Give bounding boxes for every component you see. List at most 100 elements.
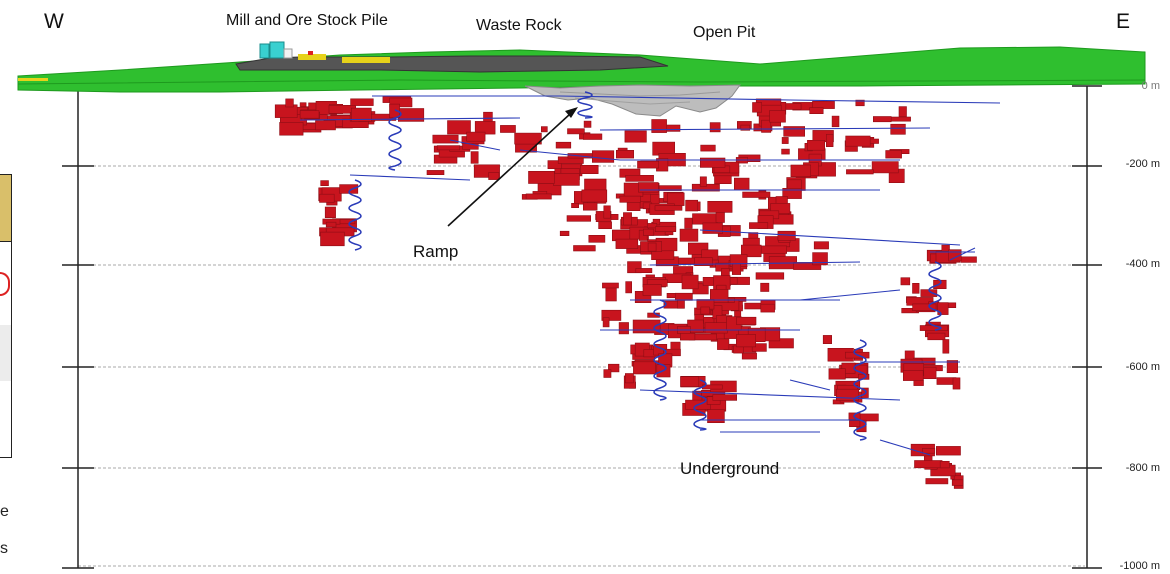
ramp-spiral	[693, 379, 707, 431]
stope-block	[436, 145, 461, 151]
depth-label-600: -600 m	[1125, 361, 1160, 373]
stope-block	[761, 119, 772, 133]
stope-block	[685, 199, 698, 212]
stope-block	[299, 110, 320, 119]
stope-block	[700, 144, 716, 152]
stope-block	[846, 169, 874, 175]
edge-text-2: s	[0, 540, 8, 557]
ramp-spiral	[853, 339, 867, 441]
surface-shade-line	[17, 79, 1146, 85]
stope-block	[952, 377, 961, 390]
ore-stockpile	[342, 57, 390, 63]
stope-block	[679, 332, 696, 341]
mill-label: Mill and Ore Stock Pile	[226, 12, 388, 29]
open-pit	[524, 84, 741, 117]
stope-block	[603, 369, 612, 378]
stope-block	[912, 282, 920, 294]
stope-block	[937, 302, 949, 315]
stope-block	[432, 134, 459, 144]
stope-block	[598, 221, 612, 230]
stope-block	[828, 368, 846, 380]
stope-block	[922, 366, 937, 380]
drift-line	[699, 229, 961, 246]
stope-block	[643, 228, 655, 236]
mill-building-tower	[259, 43, 270, 59]
stope-block	[835, 388, 859, 401]
stope-block	[426, 170, 445, 175]
stope-block	[514, 132, 542, 145]
stope-block	[447, 120, 471, 135]
stope-block	[625, 175, 654, 182]
stope-block	[637, 160, 660, 169]
underground-workings	[274, 91, 1001, 489]
stope-block	[898, 106, 907, 117]
stope-block	[731, 263, 741, 275]
stope-block	[699, 176, 707, 187]
stope-block	[500, 125, 516, 133]
stope-block	[812, 252, 828, 266]
stope-block	[319, 193, 335, 203]
drift-line	[449, 139, 501, 151]
stope-block	[717, 338, 730, 350]
stope-block	[927, 332, 946, 341]
stope-block	[684, 217, 693, 229]
stope-block	[922, 448, 936, 454]
stope-block	[740, 244, 762, 258]
depth-label-200: -200 m	[1125, 158, 1160, 170]
stope-block	[559, 230, 570, 236]
stope-block	[740, 124, 751, 131]
stope-block	[872, 116, 892, 123]
ramp-spiral	[653, 299, 667, 401]
stope-block	[704, 322, 728, 334]
stope-block	[633, 361, 657, 375]
stope-block	[681, 274, 699, 290]
stope-block	[712, 394, 737, 401]
pit-bench-line	[574, 97, 691, 105]
stope-block	[902, 370, 924, 381]
stope-block	[624, 130, 647, 143]
cropped-side-panel	[0, 174, 12, 458]
waste-rock-label: Waste Rock	[476, 17, 562, 34]
stope-block	[566, 215, 592, 222]
stope-block	[619, 195, 641, 203]
stope-block	[603, 205, 611, 219]
stope-block	[528, 171, 555, 184]
drift-line	[639, 389, 901, 401]
stope-block	[602, 282, 619, 289]
stope-block	[350, 98, 374, 106]
depth-label-800: -800 m	[1125, 462, 1160, 474]
stope-block	[733, 177, 750, 191]
mill-annex	[283, 48, 293, 59]
stope-block	[809, 107, 824, 114]
depth-label-0: 0 m	[1141, 80, 1160, 92]
stope-block	[912, 303, 937, 311]
side-panel-band-gold	[0, 175, 11, 242]
stope-block	[871, 161, 899, 174]
stope-block	[488, 172, 500, 180]
stope-block	[573, 245, 596, 252]
stope-block	[960, 256, 977, 263]
stope-block	[320, 231, 345, 247]
stope-block	[831, 115, 840, 128]
stope-block	[567, 128, 585, 135]
stope-block	[588, 235, 606, 243]
stope-block	[700, 306, 710, 315]
stope-block	[285, 98, 294, 108]
stope-block	[782, 188, 802, 199]
stope-block	[769, 110, 786, 123]
stope-block	[325, 221, 337, 228]
stope-block	[935, 446, 961, 456]
stope-block	[540, 126, 548, 133]
stope-block	[602, 317, 610, 328]
stope-block	[571, 203, 579, 209]
stope-block	[781, 148, 790, 155]
stope-block	[849, 420, 861, 428]
stope-block	[709, 289, 729, 303]
stope-block	[623, 212, 632, 226]
ramp-spiral	[928, 261, 942, 331]
stope-block	[547, 160, 562, 170]
stope-block	[715, 212, 725, 223]
stope-block	[707, 409, 725, 423]
stope-block	[608, 363, 620, 373]
